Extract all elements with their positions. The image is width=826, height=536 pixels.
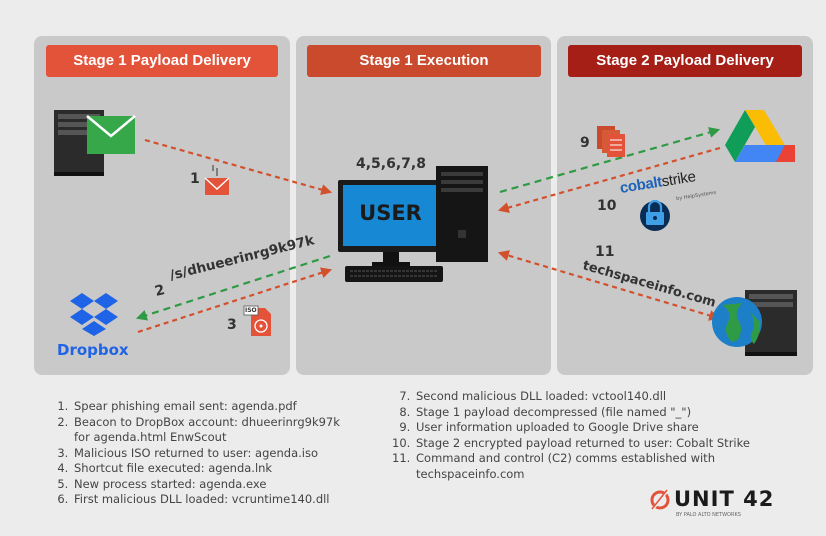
legend-item: First malicious DLL loaded: vcruntime140…	[72, 492, 392, 508]
legend-right: Second malicious DLL loaded: vctool140.d…	[392, 389, 826, 482]
stage1-execution-banner: Stage 1 Execution	[307, 45, 541, 77]
stage1-delivery-banner: Stage 1 Payload Delivery	[46, 45, 278, 77]
legend-item-continuation: for agenda.html EnwScout	[74, 430, 227, 444]
legend-item: Command and control (C2) comms establish…	[414, 451, 826, 482]
iso-file-tag: ISO	[245, 307, 257, 314]
arrow-step9-upload	[499, 127, 721, 194]
legend-item: Stage 2 encrypted payload returned to us…	[414, 436, 826, 452]
stage2-delivery-banner: Stage 2 Payload Delivery	[568, 45, 802, 77]
email-server-icon	[54, 110, 136, 176]
arrow-step2-beacon	[135, 254, 331, 321]
unit42-logo-icon	[650, 489, 670, 511]
step1-number: 1	[190, 171, 200, 187]
arrow-step3-iso	[137, 267, 333, 334]
arrow-step10-payload	[497, 146, 721, 213]
step10-number: 10	[597, 198, 617, 214]
lock-icon	[640, 199, 670, 231]
c2-server-icon	[712, 290, 797, 356]
legend-item: Spear phishing email sent: agenda.pdf	[72, 399, 392, 415]
legend-item-text: Command and control (C2) comms establish…	[416, 451, 715, 465]
legend-item: Shortcut file executed: agenda.lnk	[72, 461, 392, 477]
legend-item-text: Beacon to DropBox account: dhueerinrg9k9…	[74, 414, 340, 429]
legend-item: User information uploaded to Google Driv…	[414, 420, 826, 436]
user-screen-label: USER	[359, 201, 422, 225]
iso-file-icon	[243, 305, 271, 336]
unit42-brand-sub: BY PALO ALTO NETWORKS	[676, 512, 741, 518]
legend-item: Stage 1 payload decompressed (file named…	[414, 405, 826, 421]
documents-icon	[597, 126, 625, 157]
mail-icon	[204, 165, 230, 195]
step11-number: 11	[595, 244, 615, 260]
legend-item: Second malicious DLL loaded: vctool140.d…	[414, 389, 826, 405]
arrow-step11-c2	[497, 250, 721, 321]
legend-left: Spear phishing email sent: agenda.pdf Be…	[50, 399, 392, 508]
legend-item: Beacon to DropBox account: dhueerinrg9k9…	[72, 415, 392, 446]
unit42-brand-name: UNIT 42	[674, 487, 775, 511]
arrow-step1-email	[144, 138, 333, 195]
step3-number: 3	[227, 317, 237, 333]
legend-item: Malicious ISO returned to user: agenda.i…	[72, 446, 392, 462]
user-steps-label: 4,5,6,7,8	[356, 156, 426, 172]
dropbox-label: Dropbox	[57, 341, 129, 359]
legend-item-continuation: techspaceinfo.com	[416, 466, 525, 481]
google-drive-icon	[725, 110, 795, 162]
dropbox-logo-icon	[70, 293, 118, 336]
user-computer-icon	[338, 166, 488, 282]
legend-item: New process started: agenda.exe	[72, 477, 392, 493]
step9-number: 9	[580, 135, 590, 151]
